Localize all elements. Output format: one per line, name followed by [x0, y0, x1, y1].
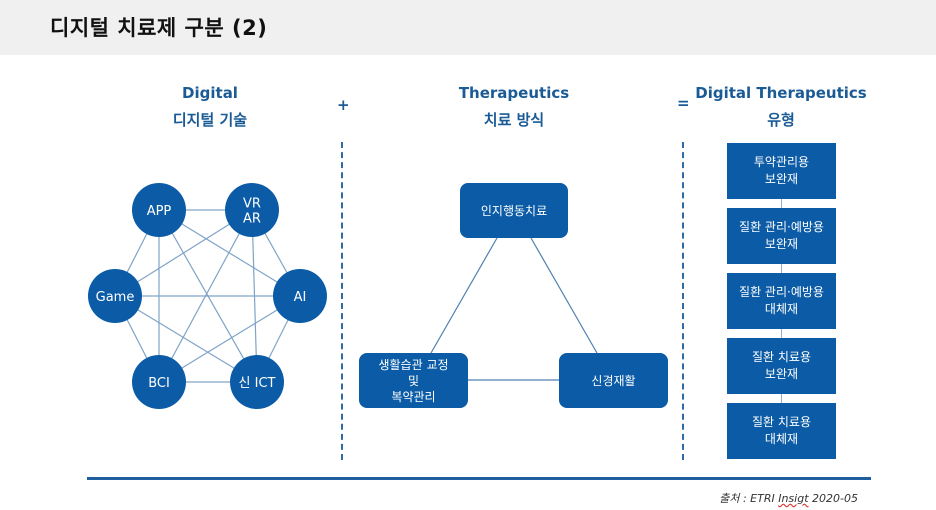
tech-node-label: APP	[147, 204, 172, 219]
source-prefix: 출처 : ETRI	[719, 492, 779, 505]
dtx-type-box: 질환 관리·예방용 보완재	[727, 208, 836, 264]
page-title: 디지털 치료제 구분 (2)	[50, 16, 268, 40]
bottom-rule	[87, 477, 871, 480]
tech-node-app	[132, 183, 186, 237]
network-edge	[158, 295, 301, 383]
dtx-type-connector	[781, 394, 782, 403]
header-bar: 디지털 치료제 구분 (2)	[0, 0, 936, 55]
digital-network-edges	[114, 209, 301, 383]
tech-node-label: AR	[243, 212, 261, 227]
triangle-edge	[530, 237, 598, 354]
tech-node-game	[88, 269, 142, 323]
therapy-triangle-edges	[430, 237, 598, 381]
dtx-type-box: 질환 관리·예방용 대체재	[727, 273, 836, 329]
dtx-type-box: 질환 치료용 대체재	[727, 403, 836, 459]
column-heading-ko: 디지털 기술	[172, 111, 248, 129]
tech-node-label: 신 ICT	[239, 376, 276, 391]
therapy-box-cbt: 인지행동치료	[460, 183, 568, 238]
tech-node-label: VR	[243, 197, 261, 212]
divider-dashed-2	[682, 142, 684, 460]
source-citation: 출처 : ETRI Insigt 2020-05	[719, 490, 858, 506]
therapy-box-neuro: 신경재활	[559, 353, 668, 408]
dtx-type-connector	[781, 329, 782, 338]
tech-node-bci	[132, 355, 186, 409]
column-heading-therapeutics: Therapeutics 치료 방식	[434, 80, 594, 134]
equals-operator: =	[677, 94, 690, 112]
triangle-edge	[430, 237, 498, 354]
tech-node-label: BCI	[148, 376, 170, 391]
network-edge	[114, 295, 258, 383]
column-heading-en: Therapeutics	[458, 84, 570, 102]
network-edge	[158, 209, 301, 297]
column-heading-dtx-types: Digital Therapeutics 유형	[691, 80, 871, 134]
dtx-type-box: 투약관리용 보완재	[727, 143, 836, 199]
tech-node-vrar	[225, 183, 279, 237]
column-heading-ko: 유형	[767, 111, 795, 129]
tech-node-label: Game	[96, 290, 135, 305]
tech-node-ict	[230, 355, 284, 409]
divider-dashed-1	[341, 142, 343, 460]
dtx-type-connector	[781, 264, 782, 273]
plus-operator: +	[337, 96, 350, 114]
source-date: 2020-05	[808, 492, 858, 505]
column-heading-en: Digital Therapeutics	[695, 84, 867, 102]
dtx-type-box: 질환 치료용 보완재	[727, 338, 836, 394]
column-heading-digital: Digital 디지털 기술	[130, 80, 290, 134]
therapy-box-lifestyle: 생활습관 교정 및 복약관리	[359, 353, 468, 408]
dtx-type-connector	[781, 199, 782, 208]
tech-node-ai	[273, 269, 327, 323]
column-heading-ko: 치료 방식	[483, 111, 545, 129]
source-name: Insigt	[778, 492, 809, 505]
column-heading-en: Digital	[182, 84, 238, 102]
tech-node-label: AI	[294, 290, 307, 305]
